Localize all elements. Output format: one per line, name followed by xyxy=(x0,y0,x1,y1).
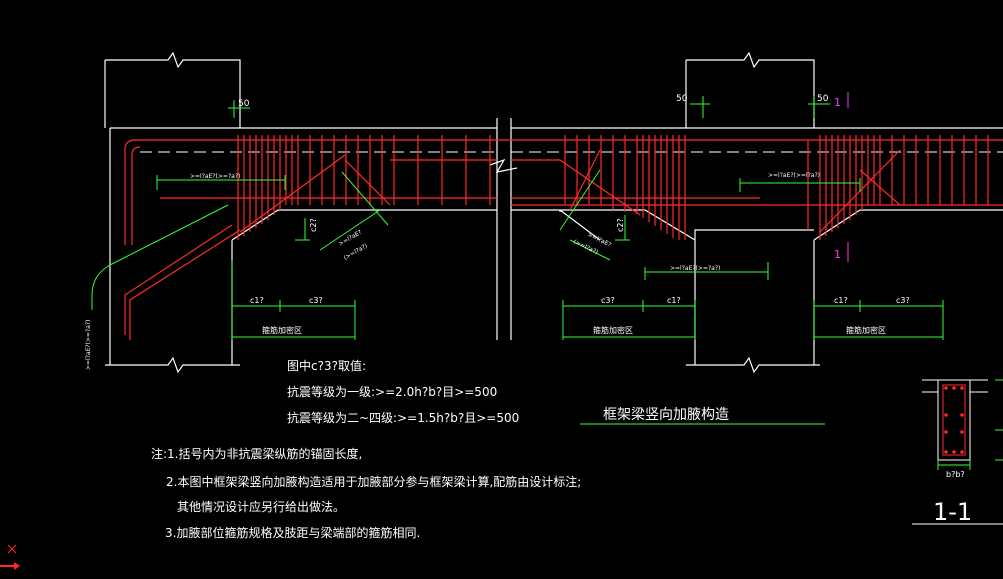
zone-label-right: 箍筋加密区 xyxy=(846,325,886,335)
dim-50-mid: 50 xyxy=(676,94,688,104)
c3-note-line1: 抗震等级为一级:>=2.0h?b?目>=500 xyxy=(287,384,497,399)
note-3: 3.加腋部位箍筋规格及肢距与梁端部的箍筋相同. xyxy=(165,525,420,540)
rebar-group xyxy=(124,135,1003,340)
dim-50-right: 50 xyxy=(817,94,829,104)
c3-note-line2: 抗震等级为二~四级:>=1.5h?b?且>=500 xyxy=(287,410,519,425)
anchor-label-diag-left-2: (>=l?a?) xyxy=(343,242,369,261)
c1-label-mid: c1? xyxy=(667,296,681,305)
dimension-lines xyxy=(91,92,944,425)
c3-note-title: 图中c?3?取值: xyxy=(287,358,366,373)
zone-label-left: 箍筋加密区 xyxy=(262,325,302,335)
labels-group: 50 50 50 1 1 >=l?aE?(>=?a?) >=l?aE?(>=l?… xyxy=(85,94,972,540)
anchor-label-top-left: >=l?aE?(>=?a?) xyxy=(190,173,240,180)
section-1-1-drawing xyxy=(912,379,1003,525)
c1-label-left: c1? xyxy=(250,296,264,305)
anchor-label-top-right: >=l?aE?(>=l?a?) xyxy=(768,172,820,179)
c1-label-right: c1? xyxy=(834,296,848,305)
dim-50-left: 50 xyxy=(238,99,250,109)
beam-outline xyxy=(104,51,1003,374)
note-2b: 其他情况设计应另行给出做法。 xyxy=(177,499,345,514)
b-dimension-label: b?b? xyxy=(946,470,965,479)
drawing-title: 框架梁竖向加腋构造 xyxy=(603,407,729,423)
note-1: 注:1.括号内为非抗震梁纵筋的锚固长度, xyxy=(151,446,362,461)
zone-label-mid: 箍筋加密区 xyxy=(593,325,633,335)
ucs-axis-icon xyxy=(0,544,20,570)
section-mark-top: 1 xyxy=(834,96,841,109)
anchor-label-vertical: >=l?aE?(>=?a?) xyxy=(85,320,92,370)
c3-label-right: c3? xyxy=(896,296,910,305)
anchor-label-mid-right: >=l?aE?(>=?a?) xyxy=(670,265,720,272)
c3-label-left: c3? xyxy=(309,296,323,305)
c2-label-mid: c2? xyxy=(616,218,625,232)
c2-label-left: c2? xyxy=(309,218,318,232)
note-2: 2.本图中框架梁竖向加腋构造适用于加腋部分参与框架梁计算,配筋由设计标注; xyxy=(166,474,581,489)
c3-label-mid: c3? xyxy=(601,296,615,305)
section-title: 1-1 xyxy=(933,498,972,526)
section-mark-bottom: 1 xyxy=(834,248,841,261)
